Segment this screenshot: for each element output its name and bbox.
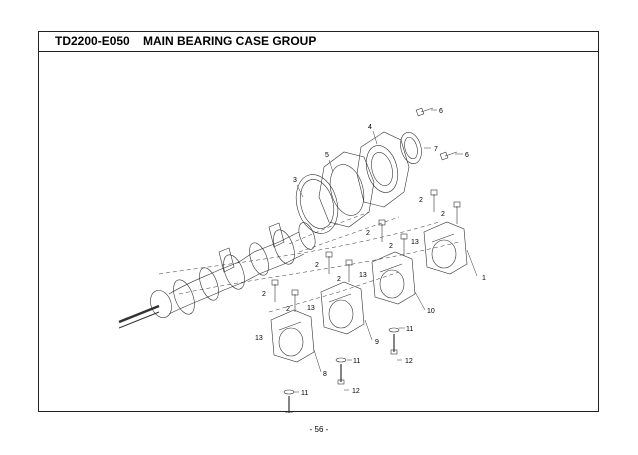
callout-5: 5 [325, 152, 329, 159]
part-group-title: MAIN BEARING CASE GROUP [143, 34, 317, 48]
callout-2-b: 2 [441, 211, 445, 218]
oil-seal-7 [400, 132, 422, 164]
callout-7: 7 [434, 146, 438, 153]
callout-2-h: 2 [286, 306, 290, 313]
callout-12-a: 12 [405, 358, 413, 365]
callout-13-b: 13 [359, 272, 367, 279]
callout-8: 8 [323, 371, 327, 378]
callout-11-b: 11 [353, 358, 360, 365]
bearing-case-8 [270, 309, 315, 363]
callout-12-b: 12 [352, 388, 360, 395]
callout-4: 4 [368, 124, 372, 131]
bearing-case-1 [423, 221, 468, 275]
callout-2-d: 2 [389, 243, 393, 250]
callout-3: 3 [293, 177, 297, 184]
title-bar: TD2200-E050 MAIN BEARING CASE GROUP [39, 32, 598, 52]
bearing-case-10 [371, 251, 416, 305]
leader-lines [294, 109, 478, 393]
callout-2-e: 2 [315, 262, 319, 269]
exploded-parts-diagram: 4 5 3 6 7 6 2 2 2 13 2 2 13 2 1 2 13 2 1… [118, 107, 486, 413]
callout-2-g: 2 [262, 291, 266, 298]
callout-6-upper: 6 [439, 108, 443, 115]
part-group-code: TD2200-E050 [55, 34, 130, 48]
bolt-6-lower [439, 151, 458, 161]
alignment-lines [158, 211, 460, 313]
crankshaft [118, 222, 316, 329]
callout-1: 1 [482, 275, 486, 282]
callout-2-f: 2 [337, 276, 341, 283]
callout-11-c: 11 [301, 390, 308, 397]
drawing-frame: TD2200-E050 MAIN BEARING CASE GROUP [38, 31, 599, 413]
callout-13-a: 13 [411, 239, 419, 246]
callout-9: 9 [375, 339, 379, 346]
bolts-12-washers-11 [283, 327, 400, 413]
callout-13-c: 13 [307, 305, 315, 312]
bearing-case-9 [320, 281, 365, 335]
bolt-6-upper [415, 107, 434, 117]
callout-11-a: 11 [406, 326, 413, 333]
bolts-2 [271, 189, 461, 312]
callout-10: 10 [427, 308, 435, 315]
callout-13-d: 13 [255, 335, 263, 342]
bearing-case-cover-4 [356, 131, 410, 208]
callout-6-lower: 6 [465, 152, 469, 159]
gasket-3 [295, 174, 339, 234]
callout-2-a: 2 [419, 197, 423, 204]
page-number: - 56 - [309, 425, 329, 434]
callout-2-c: 2 [366, 230, 370, 237]
gasket-5 [318, 151, 375, 228]
